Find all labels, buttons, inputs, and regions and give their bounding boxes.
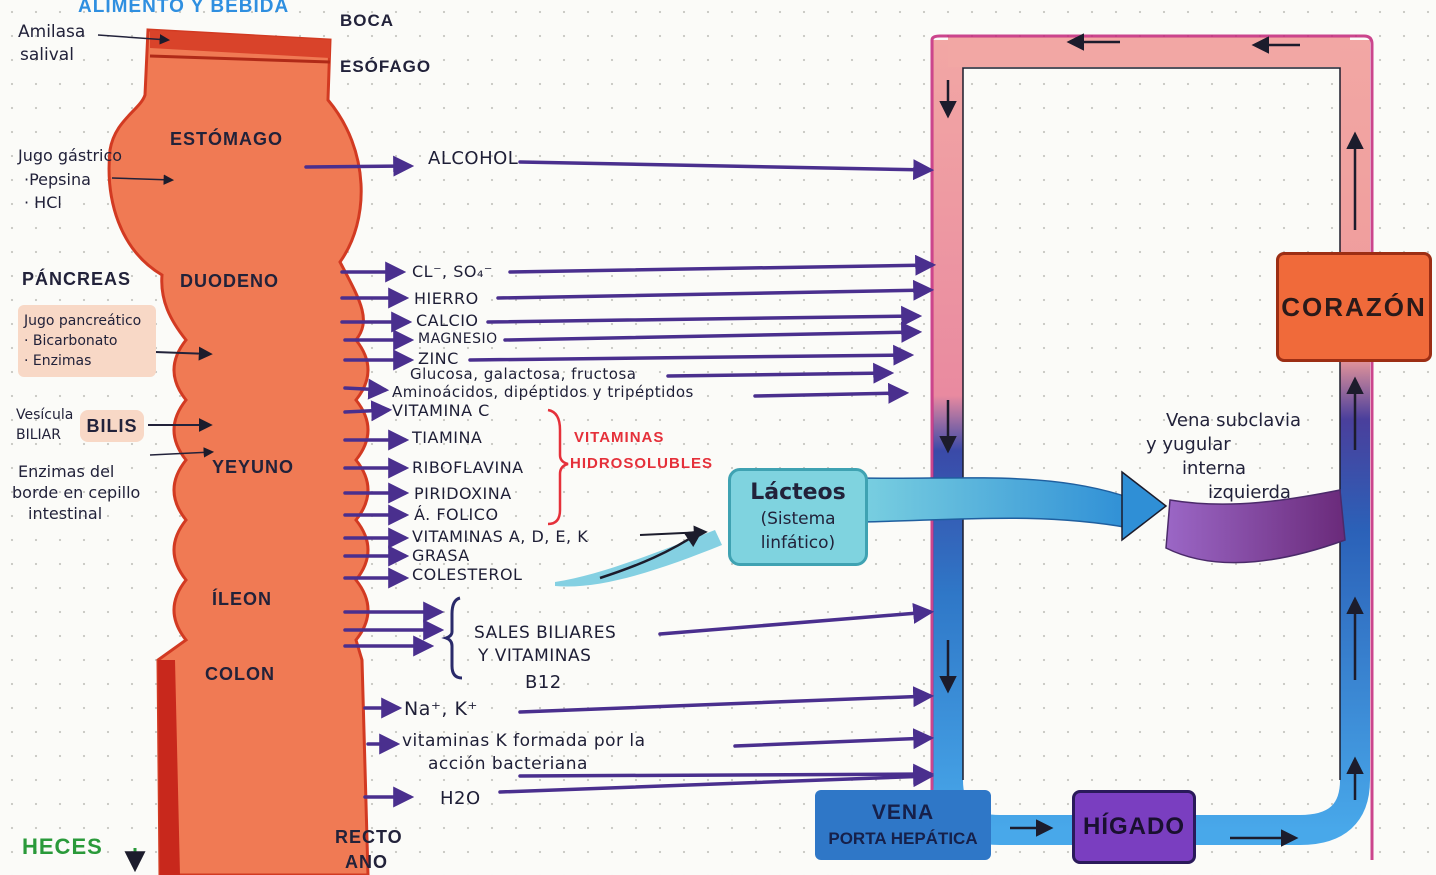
label-porta-1: VENA (872, 799, 934, 827)
nutrient-sales-3: B12 (525, 674, 562, 692)
label-estomago: ESTÓMAGO (170, 130, 283, 148)
lacteals-box: Lácteos (Sistema linfático) (728, 468, 868, 566)
label-pancreatico-3: · Enzimas (24, 351, 91, 371)
nutrient-tiamina: TIAMINA (412, 430, 482, 446)
nutrient-riboflavina: RIBOFLAVINA (412, 460, 524, 476)
label-amilasa-2: salival (20, 47, 74, 64)
label-gastrico-2: ·Pepsina (24, 172, 91, 188)
label-enzimas-1: Enzimas del (18, 464, 114, 480)
absorption-arrow-clso4-out (510, 265, 932, 272)
label-heces: HECES (22, 836, 103, 858)
label-boca: BOCA (340, 12, 394, 29)
loop-left-vessel (948, 40, 1080, 830)
label-yeyuno: YEYUNO (212, 458, 294, 476)
absorption-arrow-nak-out (520, 696, 930, 712)
nutrient-vitamina-c: VITAMINA C (392, 403, 490, 419)
absorption-arrow-alcohol-out (520, 162, 930, 170)
nutrient-calcio: CALCIO (416, 313, 479, 329)
absorption-arrow-vitk-out (735, 738, 930, 746)
nutrient-sales-1: SALES BILIARES (474, 625, 616, 642)
label-vitaminas-2: HIDROSOLUBLES (570, 456, 713, 471)
label-gastrico-1: Jugo gástrico (18, 148, 122, 164)
nutrient-vit-k-1: vitaminas K formada por la (402, 733, 646, 750)
label-enzimas-2: borde en cepillo (12, 485, 140, 501)
label-ano: ANO (345, 853, 388, 871)
label-lacteos-2: (Sistema (760, 507, 835, 531)
nutrient-folico: Á. FOLICO (414, 507, 499, 523)
nutrient-vitaminas-adek: VITAMINAS A, D, E, K (412, 529, 588, 545)
label-recto: RECTO (335, 828, 403, 846)
digestive-tract (109, 30, 368, 875)
absorption-arrow-hierro-out (498, 290, 930, 298)
label-vena-2: y yugular (1146, 436, 1231, 454)
absorption-arrow-colon-out (520, 774, 930, 776)
portal-vein-label: VENA PORTA HEPÁTICA (815, 790, 991, 860)
label-pancreatico-1: Jugo pancreático (24, 311, 141, 331)
absorption-arrow-amino-in (345, 388, 385, 390)
label-esofago: ESÓFAGO (340, 58, 431, 75)
label-pancreatico-2: · Bicarbonato (24, 331, 117, 351)
nutrient-hierro: HIERRO (414, 291, 479, 307)
label-vena-1: Vena subclavia (1166, 412, 1301, 430)
nutrient-aminoacidos: Aminoácidos, dipéptidos y tripéptidos (392, 385, 694, 400)
absorption-arrow-magnesio-out (505, 332, 918, 340)
label-lacteos-1: Lácteos (750, 479, 846, 507)
nutrient-alcohol: ALCOHOL (428, 150, 518, 168)
nutrient-h2o: H2O (440, 790, 481, 808)
nutrient-colesterol: COLESTEROL (412, 567, 522, 583)
nutrient-piridoxina: PIRIDOXINA (414, 486, 512, 502)
label-corazon: CORAZÓN (1276, 252, 1432, 362)
label-vitaminas-1: VITAMINAS (574, 430, 664, 445)
nutrient-magnesio: MAGNESIO (418, 332, 498, 346)
label-porta-2: PORTA HEPÁTICA (828, 827, 977, 851)
absorption-arrow-calcio-out (488, 316, 918, 322)
label-enzimas-3: intestinal (28, 506, 102, 522)
label-vena-3: interna (1182, 460, 1246, 478)
label-colon: COLON (205, 665, 275, 683)
bracket-vitaminas (548, 410, 568, 524)
nutrient-vit-k-2: acción bacteriana (428, 756, 588, 773)
absorption-arrow-alcohol-in (306, 166, 410, 167)
label-vesicula-2: BILIAR (16, 428, 61, 442)
pancreatic-juice-note: Jugo pancreático · Bicarbonato · Enzimas (18, 305, 156, 377)
lymph-arrowhead (1122, 472, 1166, 540)
bracket-sales (446, 598, 462, 678)
label-higado: HÍGADO (1072, 790, 1196, 864)
absorption-arrow-amino-out (755, 393, 905, 396)
label-lacteos-3: linfático) (761, 531, 835, 555)
label-duodeno: DUODENO (180, 272, 279, 290)
label-gastrico-3: · HCl (24, 195, 62, 211)
nutrient-grasa: GRASA (412, 548, 470, 564)
nutrient-cl-so4: CL⁻, SO₄⁻ (412, 264, 493, 280)
label-bilis: BILIS (80, 410, 144, 442)
absorption-arrow-glucosa-out (668, 373, 890, 376)
absorption-arrow-sales-out (660, 612, 930, 634)
lymph-band (862, 478, 1130, 528)
nutrient-sales-2: Y VITAMINAS (478, 648, 591, 665)
nutrient-na-k: Na⁺, K⁺ (404, 700, 478, 719)
absorption-arrow-vitc-in (345, 410, 388, 412)
absorption-arrow-zinc-out (470, 355, 910, 360)
label-ileon: ÍLEON (212, 590, 272, 608)
label-pancreas: PÁNCREAS (22, 270, 131, 288)
label-vena-4: izquierda (1208, 484, 1291, 502)
label-vesicula-1: Vesícula (16, 408, 73, 422)
tract-body (109, 30, 368, 875)
header-title: ALIMENTO Y BEBIDA (78, 0, 289, 16)
nutrient-glucosa: Glucosa, galactosa, fructosa (410, 367, 636, 382)
label-amilasa-1: Amilasa (18, 24, 85, 41)
